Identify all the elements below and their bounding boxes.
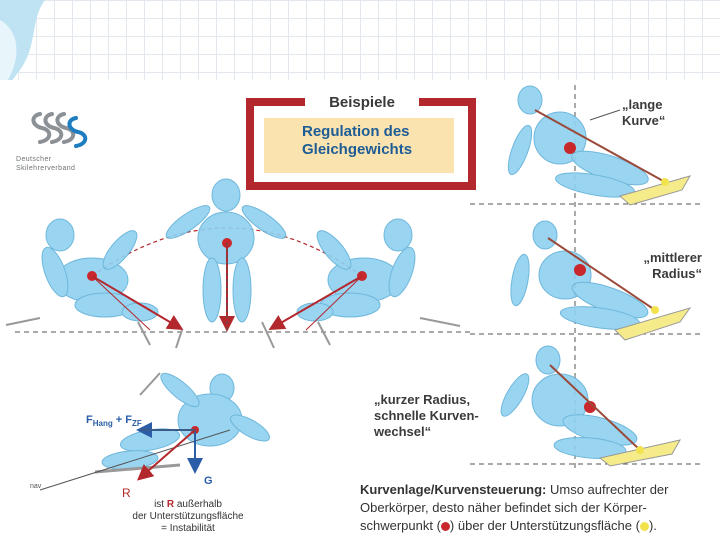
- ski-edges: [6, 318, 460, 348]
- long-curve-cog-dot: [564, 142, 576, 154]
- instability-line3: = Instabilität: [161, 523, 215, 534]
- red-dot-icon: [441, 522, 450, 531]
- instability-caption: ist R außerhalb der Unterstützungsfläche…: [106, 499, 270, 535]
- label-fhang-fzf: FHang + FZF: [86, 414, 142, 428]
- label-medium-radius: „mittlerer Radius“: [622, 250, 702, 282]
- caption-bold: Kurvenlage/Kurvensteuerung:: [360, 482, 546, 497]
- label-nav: nav: [30, 483, 41, 490]
- long-curve-pointer: [590, 110, 620, 120]
- yellow-dot-icon: [640, 522, 649, 531]
- medium-radius-cog-dot: [574, 264, 586, 276]
- label-g: G: [204, 475, 213, 487]
- instability-line2: der Unterstützungsfläche: [132, 511, 243, 522]
- label-long-curve: „lange Kurve“: [622, 97, 702, 129]
- skier-right-figure: [297, 219, 420, 321]
- skier-left-figure: [37, 219, 158, 321]
- caption-text3: ).: [649, 518, 657, 533]
- medium-radius-support-dot: [651, 306, 659, 314]
- skier-short-radius-figure: [496, 346, 640, 461]
- falling-pole: [140, 373, 160, 395]
- label-r: R: [122, 486, 131, 500]
- fhang-prefix: F: [86, 414, 93, 426]
- long-curve-support-dot: [661, 178, 669, 186]
- label-short-radius: „kurzer Radius, schnelle Kurven- wechsel…: [374, 392, 504, 440]
- explanation-caption: Kurvenlage/Kurvensteuerung: Umso aufrech…: [360, 481, 710, 535]
- fzf-prefix: + F: [113, 414, 132, 426]
- fhang-sub: Hang: [93, 419, 113, 428]
- instability-line1-pre: ist: [154, 499, 167, 510]
- instability-line1-r: R: [167, 499, 174, 510]
- caption-text2: ) über der Unterstützungsfläche (: [450, 518, 640, 533]
- fzf-sub: ZF: [132, 419, 142, 428]
- short-radius-support-dot: [636, 446, 644, 454]
- instability-line1-post: außerhalb: [174, 499, 222, 510]
